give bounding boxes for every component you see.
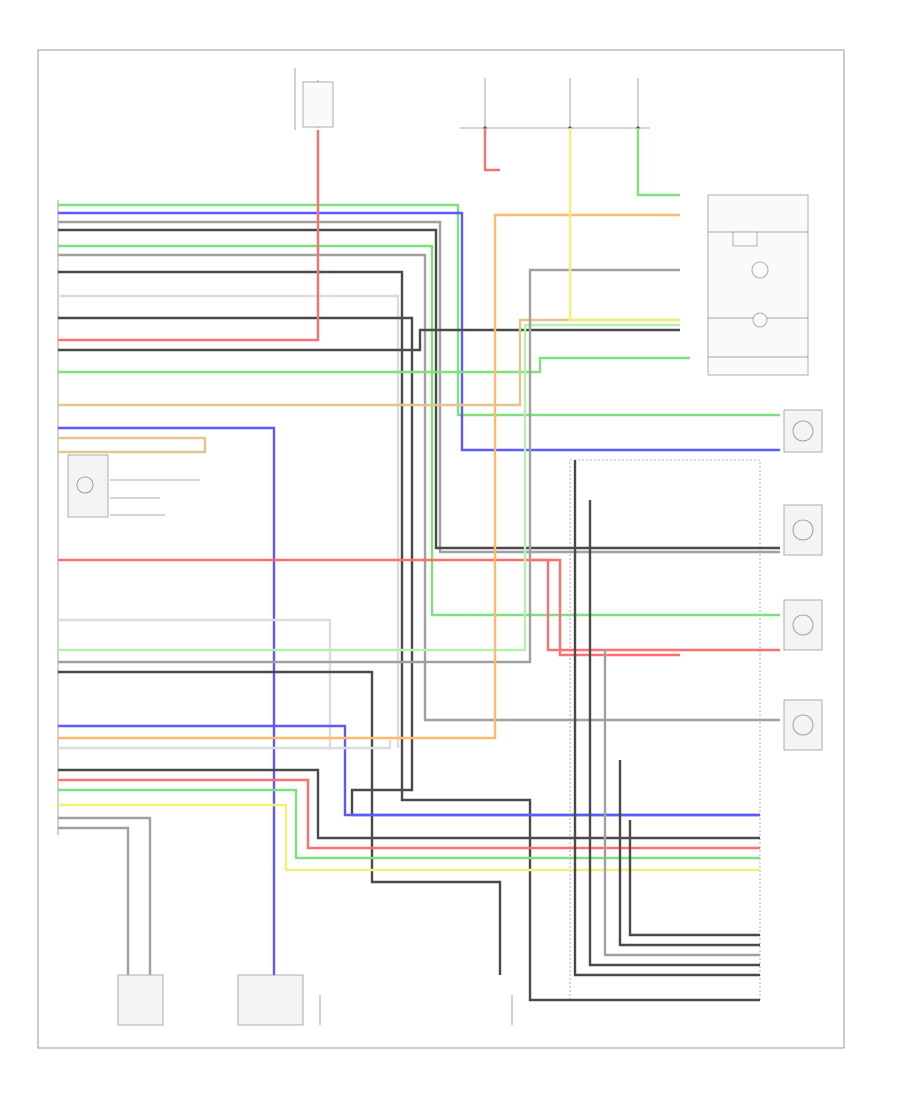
wire-black-4	[58, 228, 780, 550]
motor-icon	[752, 312, 768, 328]
wire-yellow-28	[58, 803, 760, 872]
wire-green-1	[58, 203, 780, 417]
wire-gray-3	[58, 220, 780, 554]
wire-blue-22	[58, 724, 760, 817]
speaker-icon	[792, 420, 814, 442]
speaker-body	[783, 599, 823, 651]
wire-black-37	[618, 760, 760, 947]
wire-white-24	[58, 740, 392, 750]
wire-blue-14	[58, 426, 276, 975]
wire-tan-13	[58, 318, 680, 407]
wire-green-32	[636, 128, 680, 197]
wire-black-7	[58, 270, 760, 1002]
wire-black-38	[628, 820, 760, 937]
relay-icon	[732, 231, 758, 247]
wire-yellow-31	[568, 128, 680, 322]
control-unit-box	[707, 194, 809, 376]
wire-white-8	[58, 294, 400, 748]
motor-icon	[751, 261, 769, 279]
wire-black-35	[588, 500, 760, 967]
wire-gray-30	[58, 826, 130, 975]
wire-gray-29	[58, 816, 152, 975]
wire-blue-2	[58, 211, 780, 452]
wire-green-12	[58, 356, 690, 374]
bottom-components	[117, 974, 513, 1026]
wire-red-26	[58, 778, 760, 850]
fuse-block	[302, 81, 334, 128]
diagram-frame	[37, 49, 845, 1049]
speaker-body	[783, 504, 823, 556]
speaker-column	[783, 409, 823, 751]
wire-red-16	[58, 558, 780, 652]
amp-bracket	[569, 459, 761, 1001]
wire-black-34	[573, 460, 760, 977]
wire-group	[58, 128, 780, 1002]
wire-orange-23	[58, 213, 680, 740]
speaker-icon	[792, 714, 814, 736]
wire-red-17	[530, 558, 680, 657]
sensor-body	[67, 454, 109, 518]
wire-gray-36	[603, 650, 760, 957]
wire-green-27	[58, 788, 760, 860]
bottom-comp-2	[237, 974, 304, 1026]
audio-control-unit	[707, 194, 809, 376]
wire-black-9	[58, 316, 760, 817]
left-sensor	[67, 454, 200, 518]
wire-gray-20	[58, 268, 680, 664]
speaker-icon	[792, 519, 814, 541]
wire-black-21	[58, 670, 502, 975]
speaker-body	[783, 409, 823, 453]
wire-red-10	[58, 130, 320, 342]
wire-tan-15	[58, 436, 207, 454]
wire-black-25	[58, 768, 760, 840]
speaker-icon	[792, 614, 814, 636]
wire-white-18	[58, 618, 332, 750]
wire-light_green-19	[58, 323, 680, 652]
bottom-comp-1	[117, 974, 164, 1026]
wire-red-33	[483, 128, 500, 172]
wire-green-5	[58, 244, 780, 617]
speaker-body	[783, 699, 823, 751]
wire-gray-6	[58, 253, 780, 722]
top-power-feed	[294, 68, 650, 130]
wire-black-11	[58, 328, 680, 352]
sensor-icon	[76, 476, 94, 494]
